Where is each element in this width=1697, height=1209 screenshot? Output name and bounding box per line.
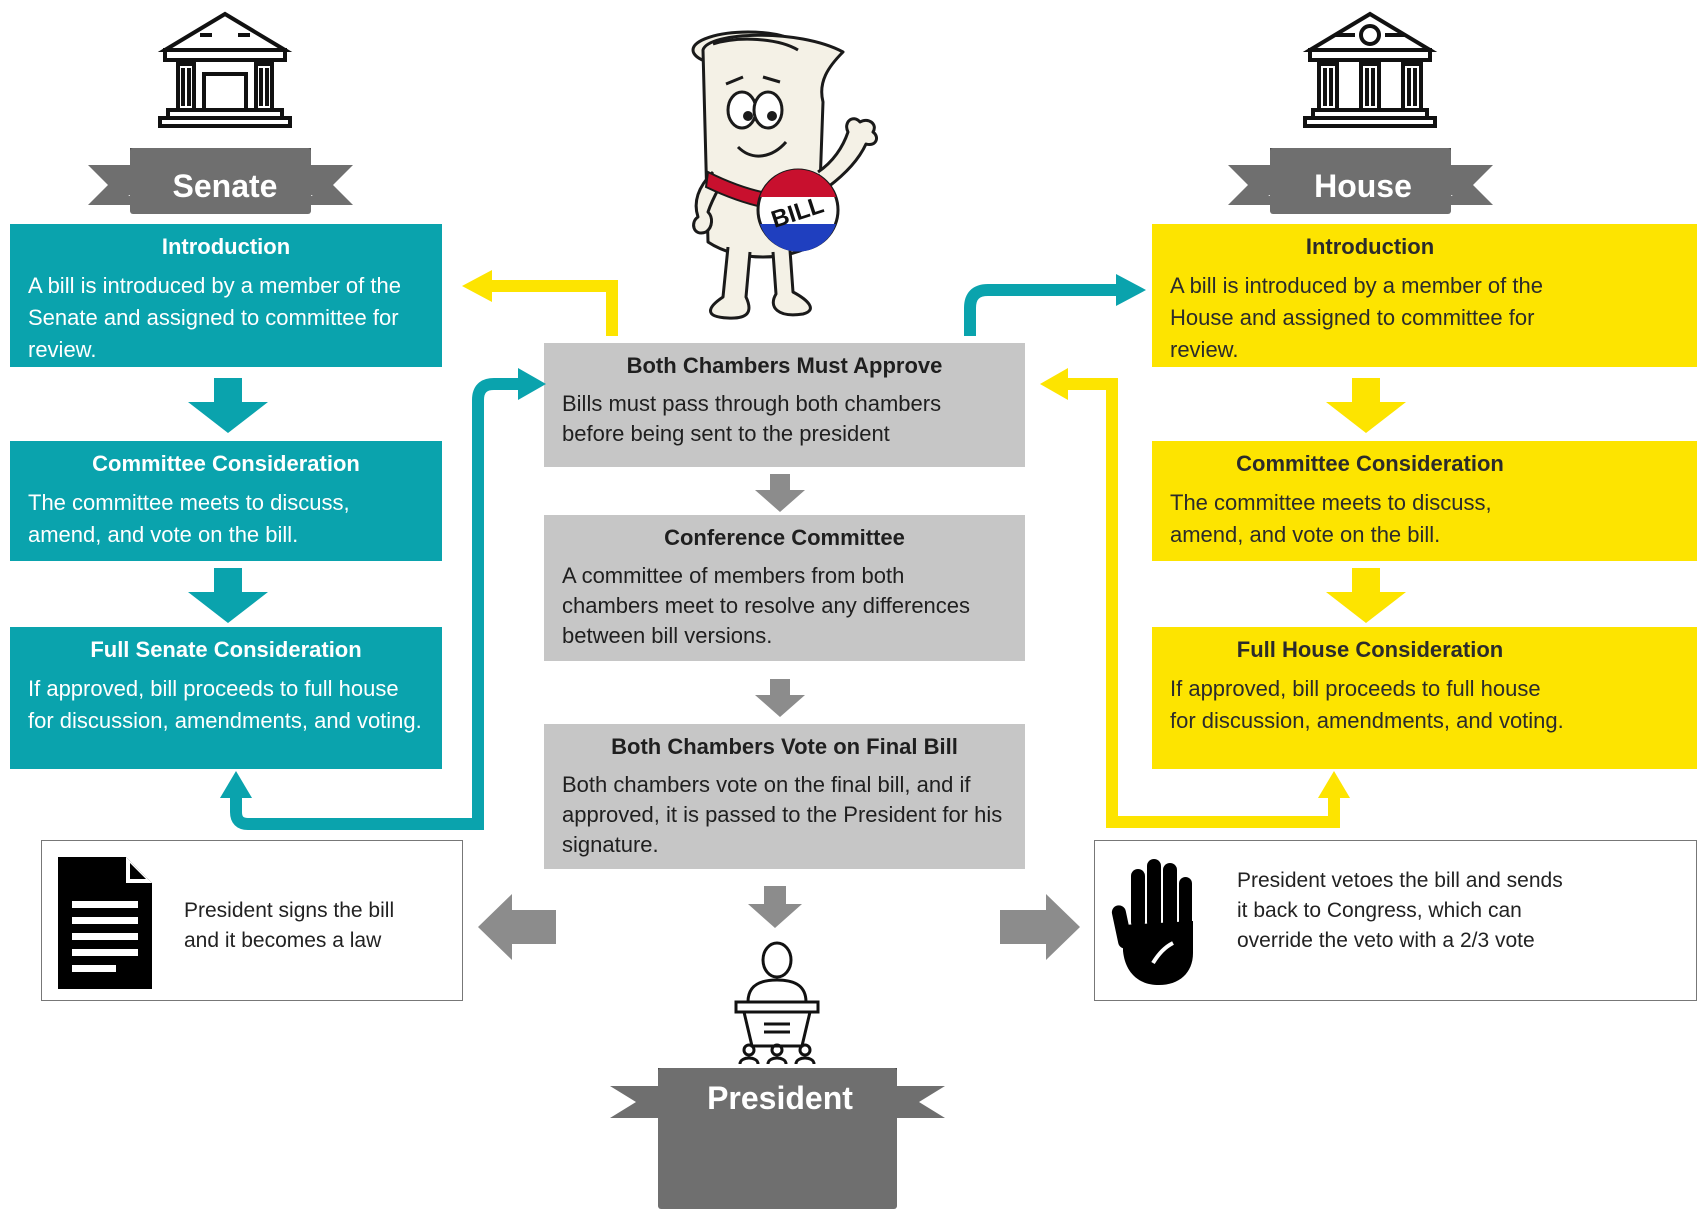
senate-introduction-title: Introduction — [161, 234, 291, 259]
senate-introduction-box: Introduction A bill is introduced by a m… — [10, 224, 442, 367]
gray-arrow-to-sign — [478, 894, 556, 960]
president-vetoes-text: President vetoes the bill and sends it b… — [1237, 869, 1563, 952]
president-signs-outcome: President signs the bill and it becomes … — [41, 840, 463, 1001]
house-committee-text: The committee meets to discuss, amend, a… — [1170, 490, 1492, 547]
both-chambers-approve-text: Bills must pass through both chambers be… — [562, 391, 942, 446]
raised-hand-icon — [1111, 859, 1193, 985]
yellow-arrow-house-to-approve — [1040, 368, 1350, 828]
house-full-consideration-title: Full House Consideration — [1236, 637, 1504, 662]
both-chambers-approve-box: Both Chambers Must Approve Bills must pa… — [544, 343, 1025, 467]
house-committee-title: Committee Consideration — [1236, 451, 1504, 476]
center-down-arrow-1 — [755, 474, 805, 512]
house-banner — [1228, 148, 1493, 214]
senate-banner — [88, 148, 353, 214]
house-down-arrow-2 — [1326, 568, 1406, 623]
senate-full-consideration-text: If approved, bill proceeds to full house… — [28, 676, 422, 733]
gray-arrow-to-veto — [1000, 894, 1080, 960]
teal-arrow-to-house-intro — [964, 274, 1146, 336]
final-vote-box: Both Chambers Vote on Final Bill Both ch… — [544, 724, 1025, 869]
house-introduction-text: A bill is introduced by a member of the … — [1170, 273, 1543, 362]
center-down-arrow-3 — [748, 886, 802, 928]
conference-committee-box: Conference Committee A committee of memb… — [544, 515, 1025, 661]
podium-speaker-icon — [734, 941, 820, 1065]
senate-label: Senate — [172, 168, 278, 204]
senate-committee-box: Committee Consideration The committee me… — [10, 441, 442, 561]
document-icon — [58, 857, 152, 989]
senate-full-consideration-title: Full Senate Consideration — [90, 637, 362, 662]
president-signs-text: President signs the bill and it becomes … — [184, 899, 395, 952]
senate-down-arrow-1 — [188, 378, 268, 433]
house-full-consideration-box: Full House Consideration If approved, bi… — [1152, 627, 1697, 769]
house-introduction-box: Introduction A bill is introduced by a m… — [1152, 224, 1697, 367]
yellow-arrow-to-senate-intro — [462, 270, 618, 336]
conference-committee-text: A committee of members from both chamber… — [562, 563, 971, 648]
both-chambers-approve-title: Both Chambers Must Approve — [626, 353, 943, 378]
house-down-arrow-1 — [1326, 378, 1406, 433]
senate-committee-text: The committee meets to discuss, amend, a… — [28, 490, 350, 547]
center-down-arrow-2 — [755, 679, 805, 717]
senate-full-consideration-box: Full Senate Consideration If approved, b… — [10, 627, 442, 769]
senate-committee-title: Committee Consideration — [92, 451, 360, 476]
teal-arrow-senate-to-approve — [220, 368, 546, 830]
house-building-icon — [1302, 11, 1438, 128]
president-vetoes-outcome: President vetoes the bill and sends it b… — [1094, 840, 1697, 1001]
conference-committee-title: Conference Committee — [664, 525, 905, 550]
house-committee-box: Committee Consideration The committee me… — [1152, 441, 1697, 561]
senate-building-icon — [157, 11, 293, 128]
president-banner — [610, 1068, 945, 1209]
house-label: House — [1314, 168, 1412, 204]
senate-down-arrow-2 — [188, 568, 268, 623]
president-label: President — [707, 1080, 853, 1116]
senate-introduction-text: A bill is introduced by a member of the … — [28, 273, 401, 362]
house-full-consideration-text: If approved, bill proceeds to full house… — [1170, 676, 1564, 733]
final-vote-title: Both Chambers Vote on Final Bill — [611, 734, 958, 759]
final-vote-text: Both chambers vote on the final bill, an… — [562, 772, 1003, 857]
bill-mascot-illustration: BILL — [691, 30, 878, 320]
house-introduction-title: Introduction — [1305, 234, 1435, 259]
